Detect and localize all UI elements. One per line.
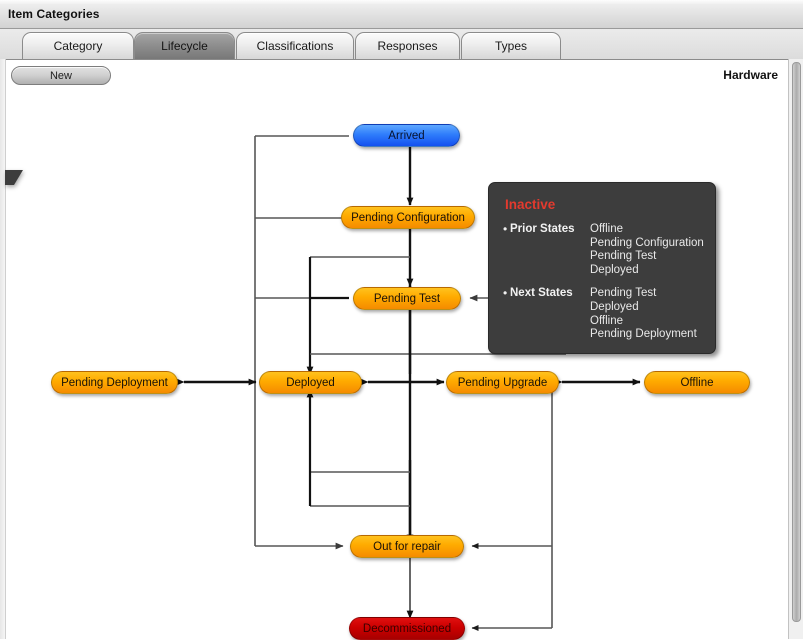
next-state-value: Pending Test	[590, 287, 657, 300]
node-pending-configuration[interactable]: Pending Configuration	[341, 206, 475, 229]
new-button[interactable]: New	[11, 66, 111, 85]
tab-lifecycle[interactable]: Lifecycle	[134, 32, 235, 59]
category-context-label: Hardware	[723, 68, 778, 82]
state-info-tooltip: Inactive • Prior States Offline Pending …	[488, 182, 716, 354]
tooltip-values-next-states: Pending Test Deployed Offline Pending De…	[590, 287, 703, 341]
next-state-value: Deployed	[590, 300, 639, 313]
prior-state-value: Pending Test	[590, 250, 657, 263]
prior-state-value: Pending Configuration	[590, 236, 704, 249]
tab-classifications[interactable]: Classifications	[236, 32, 354, 59]
lifecycle-connectors	[176, 135, 641, 631]
vertical-scrollbar[interactable]	[788, 59, 803, 639]
next-state-value: Pending Deployment	[590, 328, 697, 341]
window-titlebar: Item Categories	[0, 0, 803, 29]
node-offline[interactable]: Offline	[644, 371, 750, 394]
node-decommissioned[interactable]: Decommissioned	[349, 617, 465, 640]
lifecycle-diagram: Arrived Pending Configuration Pending Te…	[6, 90, 788, 640]
page-title: Item Categories	[8, 7, 100, 21]
node-pending-upgrade[interactable]: Pending Upgrade	[446, 371, 559, 394]
prior-state-value: Offline	[590, 223, 624, 235]
node-pending-deployment[interactable]: Pending Deployment	[51, 371, 178, 394]
tab-responses[interactable]: Responses	[355, 32, 460, 59]
tab-bar: Category Lifecycle Classifications Respo…	[0, 29, 803, 59]
node-out-for-repair[interactable]: Out for repair	[350, 535, 464, 558]
bullet-icon: •	[503, 222, 508, 236]
tooltip-key-prior-states: Prior States	[510, 223, 575, 235]
tooltip-row-prior-states: • Prior States Offline Pending Configura…	[503, 222, 704, 277]
node-arrived[interactable]: Arrived	[353, 124, 460, 147]
prior-state-value: Deployed	[590, 263, 639, 276]
tab-types[interactable]: Types	[461, 32, 561, 59]
tooltip-key-next-states: Next States	[510, 287, 573, 300]
tab-category[interactable]: Category	[22, 32, 134, 59]
titlebar-sheen	[0, 0, 803, 4]
node-deployed[interactable]: Deployed	[259, 371, 362, 394]
tooltip-pointer	[5, 170, 23, 185]
tooltip-values-prior-states: Offline Pending Configuration Pending Te…	[590, 223, 704, 277]
tooltip-title: Inactive	[505, 197, 556, 212]
panel-left-gutter	[0, 59, 6, 639]
bullet-icon: •	[503, 286, 508, 301]
scrollbar-thumb[interactable]	[792, 62, 801, 622]
node-pending-test[interactable]: Pending Test	[353, 287, 461, 310]
tooltip-row-next-states: • Next States Pending Test Deployed Offl…	[503, 287, 703, 341]
next-state-value: Offline	[590, 314, 624, 327]
